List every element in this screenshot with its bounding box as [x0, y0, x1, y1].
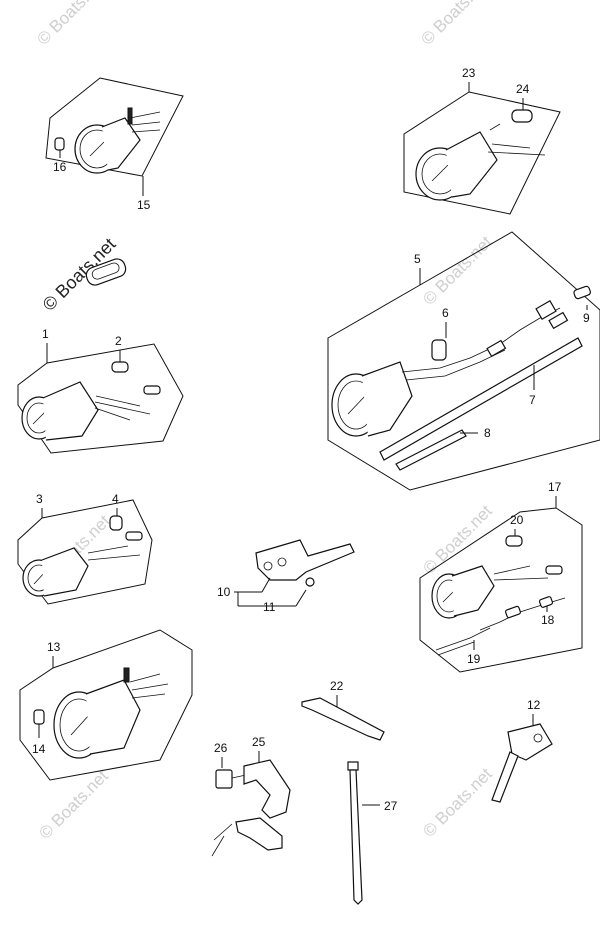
connector-icon	[573, 285, 591, 300]
screw-icon	[305, 577, 315, 587]
group-outline	[19, 629, 193, 781]
watermark: © Boats.net	[35, 766, 112, 843]
callout-24: 24	[516, 82, 530, 96]
callout-4: 4	[112, 492, 119, 506]
gauge-kit-icon	[331, 299, 569, 437]
callout-2: 2	[115, 334, 122, 348]
bulb-icon	[54, 137, 65, 151]
group-outline	[17, 343, 184, 454]
wire-harness-icon	[435, 627, 491, 656]
callout-12: 12	[527, 698, 541, 712]
callout-15: 15	[137, 198, 151, 212]
callout-13: 13	[47, 640, 61, 654]
callout-14: 14	[32, 742, 46, 756]
callout-27: 27	[384, 799, 398, 813]
leader-line	[261, 577, 271, 593]
callout-26: 26	[214, 741, 228, 755]
part-group-1: 1 2	[17, 327, 184, 454]
callout-25: 25	[252, 735, 266, 749]
group-outline	[327, 231, 600, 491]
bulb-icon	[111, 361, 161, 395]
bulb-icon	[505, 535, 563, 575]
part-group-10: 10 11	[217, 539, 355, 614]
part-27: 27	[347, 761, 398, 905]
bulb-icon	[109, 515, 143, 541]
part-12: 12	[491, 698, 553, 803]
callout-9: 9	[583, 311, 590, 325]
part-group-13: 13 14	[19, 629, 193, 781]
trim-sender-icon	[491, 723, 553, 803]
gauge-icon	[22, 545, 141, 597]
callout-17: 17	[548, 480, 562, 494]
callout-5: 5	[414, 252, 421, 266]
part-22: 22	[301, 679, 385, 741]
group-outline	[17, 499, 153, 605]
bracket-icon	[255, 539, 355, 581]
callout-8: 8	[484, 426, 491, 440]
callout-20: 20	[510, 513, 524, 527]
callout-19: 19	[467, 652, 481, 666]
connector-icon	[479, 596, 566, 631]
bulb-icon	[33, 709, 45, 725]
watermark: © Boats.net	[419, 232, 496, 309]
bulb-icon	[431, 339, 447, 361]
leader-line	[295, 589, 307, 607]
callout-18: 18	[541, 613, 555, 627]
part-25-26: 26 25	[211, 735, 291, 857]
clip-icon	[395, 429, 467, 471]
watermark: © Boats.net	[417, 0, 494, 49]
cable-tie-icon	[347, 761, 363, 905]
callout-7: 7	[529, 393, 536, 407]
callout-11: 11	[263, 600, 276, 614]
callout-3: 3	[36, 492, 43, 506]
callout-10: 10	[217, 585, 231, 599]
callout-23: 23	[462, 66, 476, 80]
part-group-3: 3 4	[17, 492, 153, 605]
group-outline	[403, 91, 561, 215]
part-group-17: 17 20 18 19	[419, 480, 583, 673]
part-group-15: 16 15	[45, 77, 184, 212]
group-outline	[419, 507, 583, 673]
callout-1: 1	[42, 327, 49, 341]
clip-icon	[301, 697, 385, 741]
part-group-23: 23 24	[403, 66, 561, 215]
gauge-icon	[415, 123, 546, 201]
grommet-icon	[85, 258, 127, 286]
bulb-icon	[511, 109, 533, 123]
watermark: © Boats.net	[33, 0, 110, 49]
callout-22: 22	[330, 679, 344, 693]
gauge-icon	[53, 667, 169, 759]
watermark: © Boats.net	[419, 501, 496, 578]
bolt-icon	[215, 769, 247, 789]
callout-16: 16	[53, 160, 67, 174]
part-group-5: 5 6 9 7 8	[327, 231, 600, 491]
watermark: © Boats.net	[419, 764, 496, 841]
gauge-kit-icon	[431, 565, 549, 619]
tube-icon	[379, 337, 583, 461]
gauge-icon	[74, 107, 161, 174]
callout-6: 6	[442, 306, 449, 320]
gauge-icon	[21, 381, 151, 441]
bracket-icon	[211, 759, 291, 857]
